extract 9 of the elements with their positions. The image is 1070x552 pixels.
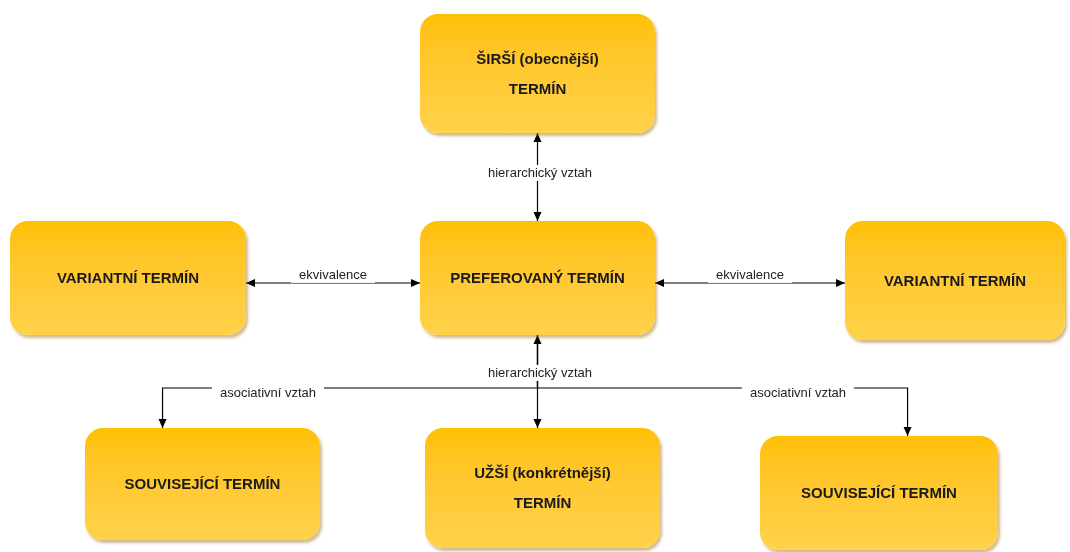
term-box: VARIANTNÍ TERMÍN <box>845 221 1065 340</box>
arrow <box>245 279 421 287</box>
term-box: SOUVISEJÍCÍ TERMÍN <box>760 436 998 550</box>
term-box: VARIANTNÍ TERMÍN <box>10 221 246 335</box>
arrow <box>654 279 846 287</box>
term-box: SOUVISEJÍCÍ TERMÍN <box>85 428 320 540</box>
term-box: UŽŠÍ (konkrétnější) TERMÍN <box>425 428 660 548</box>
term-box: PREFEROVANÝ TERMÍN <box>420 221 655 335</box>
term-box: ŠIRŠÍ (obecnější) TERMÍN <box>420 14 655 133</box>
